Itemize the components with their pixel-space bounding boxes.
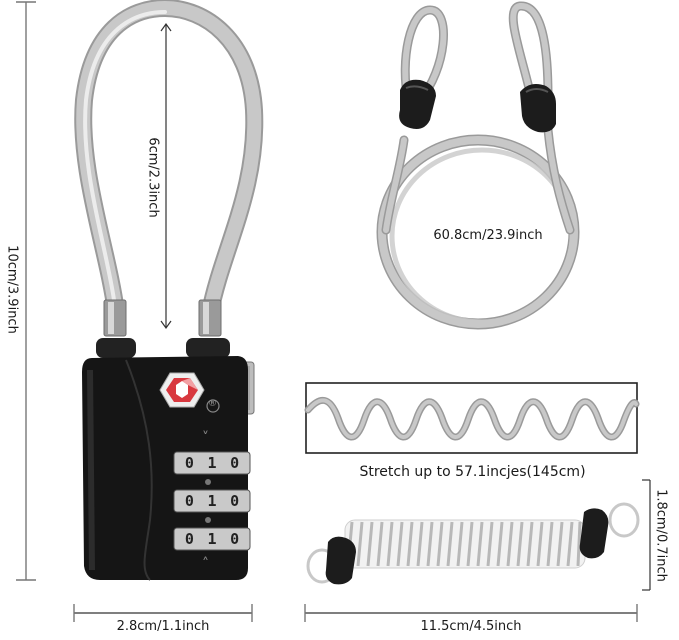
total-height-dimension	[16, 1, 36, 581]
shackle-height-dimension	[160, 22, 172, 330]
stretch-coil-box	[304, 382, 640, 454]
dial-digit: 0	[230, 492, 240, 510]
dial-row-1[interactable]: 0 1 0	[178, 454, 246, 472]
tsa-logo	[159, 372, 205, 408]
stretch-note-label: Stretch up to 57.1incjes(145cm)	[359, 464, 586, 480]
loop-cable	[376, 1, 580, 330]
shackle-cable	[74, 0, 264, 337]
dial-digit: 0	[184, 530, 194, 548]
arrow-up-icon: ˄	[202, 556, 209, 572]
dial-digit: 1	[207, 530, 217, 548]
coil-length-dimension	[304, 604, 638, 622]
trademark-icon: ®	[208, 399, 217, 409]
coiled-cable	[306, 502, 640, 585]
coil-length-label: 11.5cm/4.5inch	[420, 619, 522, 634]
dial-row-2[interactable]: 0 1 0	[178, 492, 246, 510]
dial-digit: 0	[230, 530, 240, 548]
loop-cable-length-label: 60.8cm/23.9inch	[433, 228, 543, 243]
dial-digit: 0	[184, 492, 194, 510]
dial-digit: 0	[230, 454, 240, 472]
dial-digit: 1	[207, 454, 217, 472]
shackle-height-label: 6cm/2.3inch	[145, 137, 161, 218]
coil-diameter-label: 1.8cm/0.7inch	[653, 489, 669, 582]
arrow-down-icon: ˅	[202, 430, 209, 446]
coil-diameter-dimension	[642, 479, 651, 591]
padlock-body	[82, 338, 255, 581]
lock-width-dimension	[73, 604, 253, 622]
lock-width-label: 2.8cm/1.1inch	[116, 619, 210, 634]
dial-row-3[interactable]: 0 1 0	[178, 530, 246, 548]
dial-digit: 1	[207, 492, 217, 510]
combination-dials	[173, 451, 251, 551]
total-height-label: 10cm/3.9inch	[4, 245, 20, 334]
dial-digit: 0	[184, 454, 194, 472]
